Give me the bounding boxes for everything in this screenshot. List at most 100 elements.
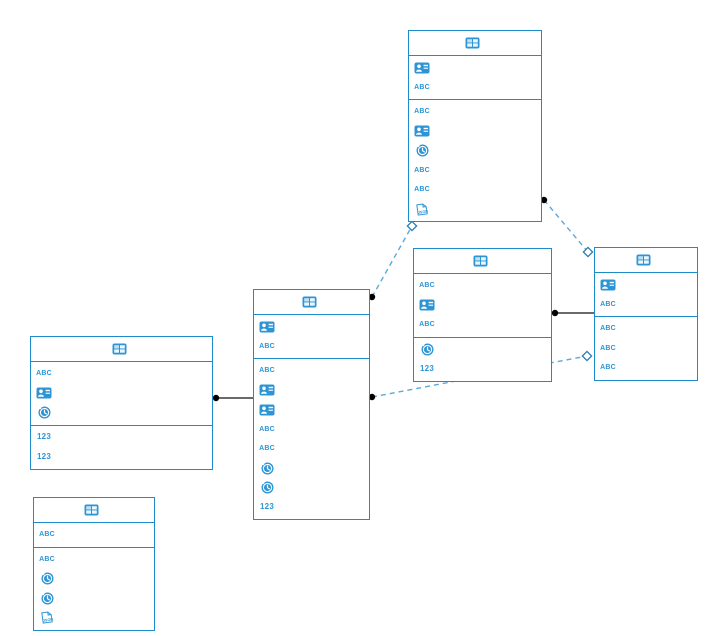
field-row-id[interactable] — [595, 275, 697, 295]
field-row-ride_id[interactable] — [31, 384, 212, 404]
field-row-type[interactable]: ABC — [409, 102, 541, 122]
string-abc-icon: ABC — [259, 367, 275, 375]
table-vehicle_location_histories[interactable]: ABC 123 123 — [30, 336, 213, 470]
field-row-end_address[interactable]: ABC — [254, 439, 369, 459]
table-users[interactable]: ABC ABC ABC ABC — [594, 247, 698, 381]
field-row-long[interactable]: 123 — [31, 447, 212, 467]
field-row-city[interactable]: ABC — [31, 364, 212, 384]
field-row-city[interactable]: ABC — [409, 78, 541, 98]
primary-key-section: ABC — [254, 315, 369, 359]
field-row-city[interactable]: ABC — [414, 276, 551, 296]
field-row-vehicle_id[interactable] — [254, 400, 369, 420]
field-row-expiration_time[interactable] — [34, 589, 154, 609]
id-badge-icon — [35, 387, 53, 399]
columns-section: 123 — [414, 338, 551, 381]
field-row-city[interactable]: ABC — [254, 337, 369, 357]
table-vehicles[interactable]: ABC ABC ABC ABC JSON — [408, 30, 542, 222]
relation-dot-end — [540, 196, 548, 204]
string-abc-icon: ABC — [259, 445, 275, 453]
field-row-code[interactable]: ABC — [34, 525, 154, 545]
table-header-promo_codes[interactable] — [34, 498, 154, 523]
table-header-vehicle_location_histories[interactable] — [31, 337, 212, 362]
columns-section: ABC ABC ABC JSON — [409, 100, 541, 221]
field-row-id[interactable] — [409, 58, 541, 78]
table-user_promo_codes[interactable]: ABC ABC 123 — [413, 248, 552, 382]
id-badge-icon — [413, 125, 431, 137]
json-doc-icon: JSON — [38, 611, 56, 624]
string-abc-icon: ABC — [39, 555, 55, 563]
id-badge-icon — [258, 384, 276, 396]
field-row-owner_id[interactable] — [409, 122, 541, 142]
field-row-end_time[interactable] — [254, 478, 369, 498]
field-row-credit_card[interactable]: ABC — [595, 358, 697, 378]
field-row-current_location[interactable]: ABC — [409, 180, 541, 200]
relation-line[interactable] — [371, 225, 413, 298]
table-header-rides[interactable] — [254, 290, 369, 315]
id-badge-icon — [418, 299, 436, 311]
relation-user_promo_codes-to-users[interactable] — [551, 309, 595, 317]
string-abc-icon: ABC — [419, 321, 435, 329]
relation-diamond-end — [406, 220, 418, 232]
table-rides[interactable]: ABC ABC ABC ABC 123 — [253, 289, 370, 520]
string-abc-icon: ABC — [419, 282, 435, 290]
field-row-id[interactable] — [254, 317, 369, 337]
timestamp-clock-icon — [35, 406, 53, 419]
string-abc-icon: ABC — [600, 364, 616, 372]
field-row-usage_count[interactable]: 123 — [414, 359, 551, 379]
field-row-lat[interactable]: 123 — [31, 428, 212, 448]
timestamp-clock-icon — [258, 462, 276, 475]
field-row-name[interactable]: ABC — [595, 319, 697, 339]
field-row-creation_time[interactable] — [409, 141, 541, 161]
primary-key-section: ABC — [31, 362, 212, 426]
string-abc-icon: ABC — [36, 370, 52, 378]
columns-section: ABC ABC ABC — [595, 317, 697, 380]
number-123-icon: 123 — [37, 432, 51, 442]
field-row-code[interactable]: ABC — [414, 315, 551, 335]
field-row-start_time[interactable] — [254, 459, 369, 479]
relation-vehicle_location_histories-to-rides[interactable] — [212, 394, 254, 402]
relation-dot-end — [368, 393, 376, 401]
json-doc-icon: JSON — [413, 203, 431, 216]
timestamp-clock-icon — [258, 481, 276, 494]
table-grid-icon — [83, 504, 101, 516]
field-row-address[interactable]: ABC — [595, 339, 697, 359]
number-123-icon: 123 — [420, 363, 434, 373]
string-abc-icon: ABC — [600, 344, 616, 352]
table-promo_codes[interactable]: ABC ABC JSON — [33, 497, 155, 631]
columns-section: ABC ABC ABC 123 — [254, 359, 369, 519]
id-badge-icon — [258, 404, 276, 416]
id-badge-icon — [258, 321, 276, 333]
string-abc-icon: ABC — [414, 108, 430, 116]
primary-key-section: ABC — [34, 523, 154, 548]
field-row-status[interactable]: ABC — [409, 161, 541, 181]
field-row-rules[interactable]: JSON — [34, 608, 154, 628]
relation-vehicles-to-users[interactable] — [540, 196, 594, 258]
field-row-rider_id[interactable] — [254, 381, 369, 401]
relation-line[interactable] — [543, 199, 589, 253]
relation-diamond-end — [582, 246, 594, 258]
field-row-timestamp[interactable] — [31, 403, 212, 423]
field-row-timestamp[interactable] — [414, 340, 551, 360]
field-row-description[interactable]: ABC — [34, 550, 154, 570]
table-header-vehicles[interactable] — [409, 31, 541, 56]
relation-rides-to-vehicles[interactable] — [368, 220, 418, 301]
relation-dot-end — [368, 293, 376, 301]
field-row-start_address[interactable]: ABC — [254, 420, 369, 440]
field-row-user_id[interactable] — [414, 296, 551, 316]
field-row-revenue[interactable]: 123 — [254, 498, 369, 518]
relation-dot-end — [212, 394, 220, 402]
field-row-creation_time[interactable] — [34, 569, 154, 589]
string-abc-icon: ABC — [600, 300, 616, 308]
primary-key-section: ABC — [595, 273, 697, 317]
table-grid-icon — [635, 254, 653, 266]
table-header-users[interactable] — [595, 248, 697, 273]
string-abc-icon: ABC — [600, 325, 616, 333]
columns-section: 123 123 — [31, 426, 212, 469]
field-row-city[interactable]: ABC — [595, 295, 697, 315]
string-abc-icon: ABC — [414, 166, 430, 174]
string-abc-icon: ABC — [259, 342, 275, 350]
table-header-user_promo_codes[interactable] — [414, 249, 551, 274]
string-abc-icon: ABC — [414, 83, 430, 91]
field-row-vehicle_city[interactable]: ABC — [254, 361, 369, 381]
field-row-ext[interactable]: JSON — [409, 200, 541, 220]
